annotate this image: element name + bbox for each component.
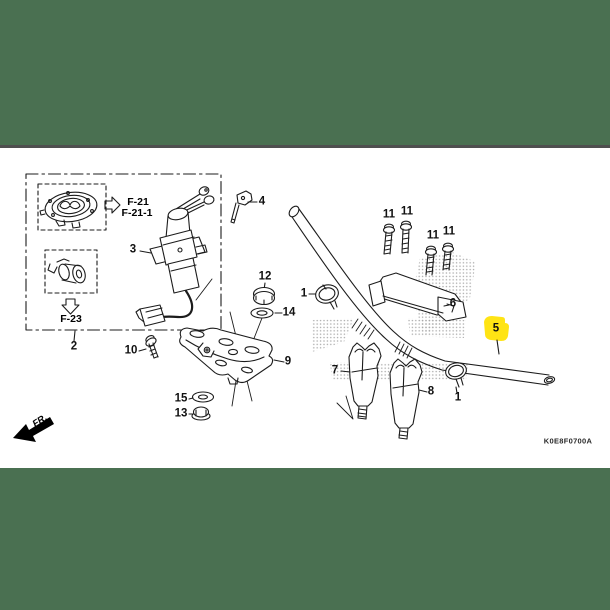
image-separator-line bbox=[0, 145, 610, 148]
ref-label-f21[interactable]: F-21 bbox=[127, 195, 149, 208]
diagram-code: K0E8F0700A bbox=[543, 436, 593, 446]
ref-label-f23[interactable]: F-23 bbox=[60, 312, 82, 325]
ref-label-f21-1[interactable]: F-21-1 bbox=[121, 206, 153, 219]
part-label-13[interactable]: 13 bbox=[174, 407, 188, 420]
bridge-bolt bbox=[138, 335, 159, 359]
lock-cylinder-box bbox=[44, 249, 98, 294]
part-label-2[interactable]: 2 bbox=[70, 340, 78, 353]
part-label-8[interactable]: 8 bbox=[427, 385, 435, 398]
top-bridge bbox=[179, 327, 285, 385]
part-label-1-left[interactable]: 1 bbox=[300, 287, 308, 300]
stem-washer-lower bbox=[188, 391, 215, 403]
handlebar bbox=[288, 205, 556, 386]
part-label-14[interactable]: 14 bbox=[282, 306, 296, 319]
part-label-11-b[interactable]: 11 bbox=[400, 205, 414, 218]
part-label-4[interactable]: 4 bbox=[258, 195, 266, 208]
part-label-9[interactable]: 9 bbox=[284, 355, 292, 368]
part-label-11-c[interactable]: 11 bbox=[426, 229, 440, 242]
part-label-5-highlighted[interactable]: 5 bbox=[492, 322, 500, 335]
highlight-blob bbox=[484, 316, 509, 355]
part-label-7[interactable]: 7 bbox=[331, 364, 339, 377]
part-label-6[interactable]: 6 bbox=[449, 297, 457, 310]
part-label-1-right[interactable]: 1 bbox=[454, 391, 462, 404]
stem-washer bbox=[250, 307, 283, 342]
fr-arrow-icon bbox=[13, 417, 54, 442]
wire-clamp-right bbox=[445, 362, 467, 394]
part-label-3[interactable]: 3 bbox=[129, 243, 137, 256]
part-label-15[interactable]: 15 bbox=[174, 392, 188, 405]
part-label-11-d[interactable]: 11 bbox=[442, 225, 456, 238]
ignition-switch bbox=[135, 186, 215, 327]
stem-nut-lower bbox=[188, 406, 211, 421]
stem-nut bbox=[252, 282, 276, 306]
key-set-frame bbox=[25, 173, 222, 342]
wire-clamp-left bbox=[308, 284, 339, 310]
part-label-11-a[interactable]: 11 bbox=[382, 208, 396, 221]
spare-key bbox=[230, 190, 258, 224]
part-label-12[interactable]: 12 bbox=[258, 270, 272, 283]
holder-bolts bbox=[382, 220, 455, 276]
lower-holder-b bbox=[389, 358, 428, 440]
fuel-cap-box bbox=[37, 183, 107, 231]
upper-holder bbox=[368, 272, 467, 322]
f23-arrow bbox=[61, 298, 80, 315]
f21-arrow bbox=[104, 196, 121, 214]
diagram-canvas bbox=[0, 148, 610, 468]
lower-holder-a bbox=[336, 342, 382, 420]
part-label-10[interactable]: 10 bbox=[124, 344, 138, 357]
